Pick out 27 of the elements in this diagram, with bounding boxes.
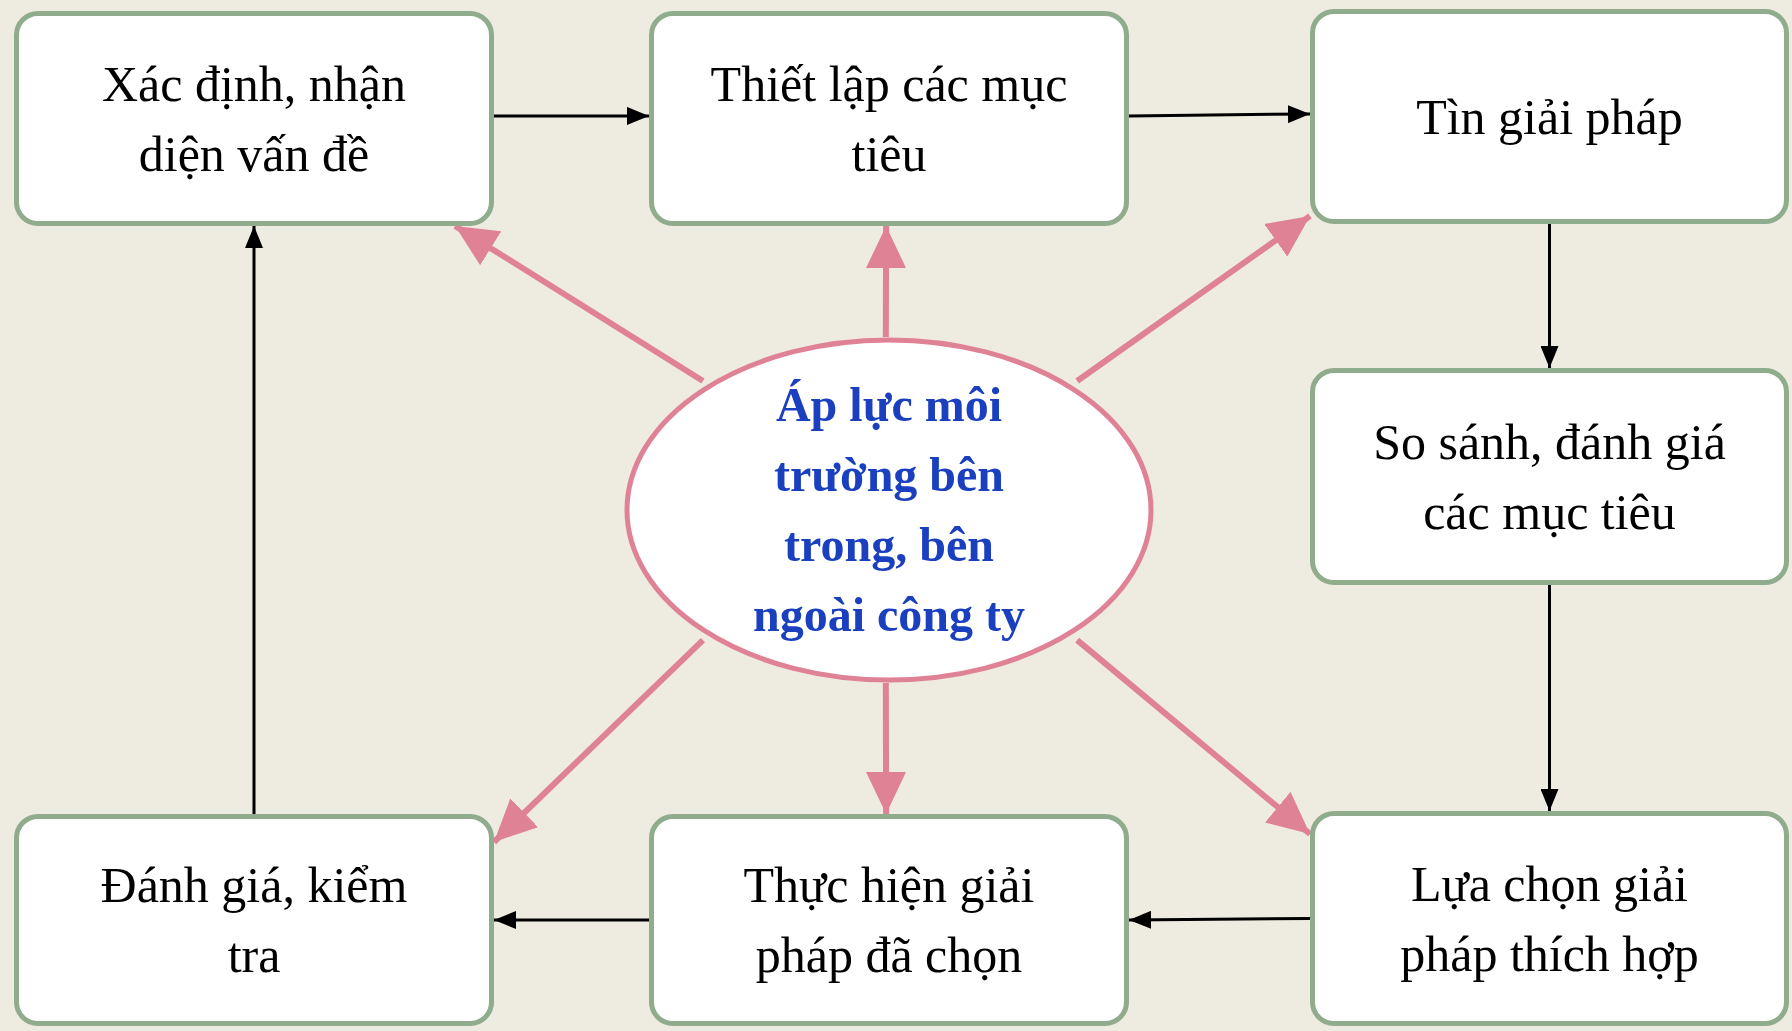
node-label: Tìn giải pháp — [1416, 87, 1683, 147]
arrow — [866, 226, 906, 337]
process-box — [649, 11, 1129, 226]
arrow — [1129, 105, 1310, 124]
arrow — [494, 911, 649, 929]
arrow — [1540, 224, 1559, 368]
process-box — [1310, 368, 1789, 585]
arrow — [1540, 585, 1559, 811]
arrow — [866, 683, 906, 814]
node-label: Đánh giá, kiểm tra — [99, 856, 409, 985]
node-label: Thiết lập các mục tiêu — [709, 54, 1069, 184]
process-box — [14, 11, 494, 226]
node-label: Lựa chọn giải pháp thích hợp — [1399, 854, 1700, 984]
arrow — [1075, 213, 1312, 384]
arrow — [1075, 637, 1312, 837]
node-label: Xác định, nhận diện vấn đề — [100, 54, 408, 184]
process-box — [1310, 9, 1789, 224]
arrow — [245, 226, 263, 814]
node-label: Áp lực môi trường bên trong, bên ngoài công ty — [752, 377, 1026, 643]
process-box — [14, 814, 494, 1026]
process-box — [1310, 811, 1789, 1026]
arrow — [1129, 910, 1310, 929]
arrow — [494, 106, 649, 125]
process-box — [649, 814, 1129, 1026]
node-label: Thực hiện giải pháp đã chọn — [742, 856, 1036, 985]
pressure-ellipse — [624, 337, 1154, 683]
node-label: So sánh, đánh giá các mục tiêu — [1372, 412, 1727, 542]
